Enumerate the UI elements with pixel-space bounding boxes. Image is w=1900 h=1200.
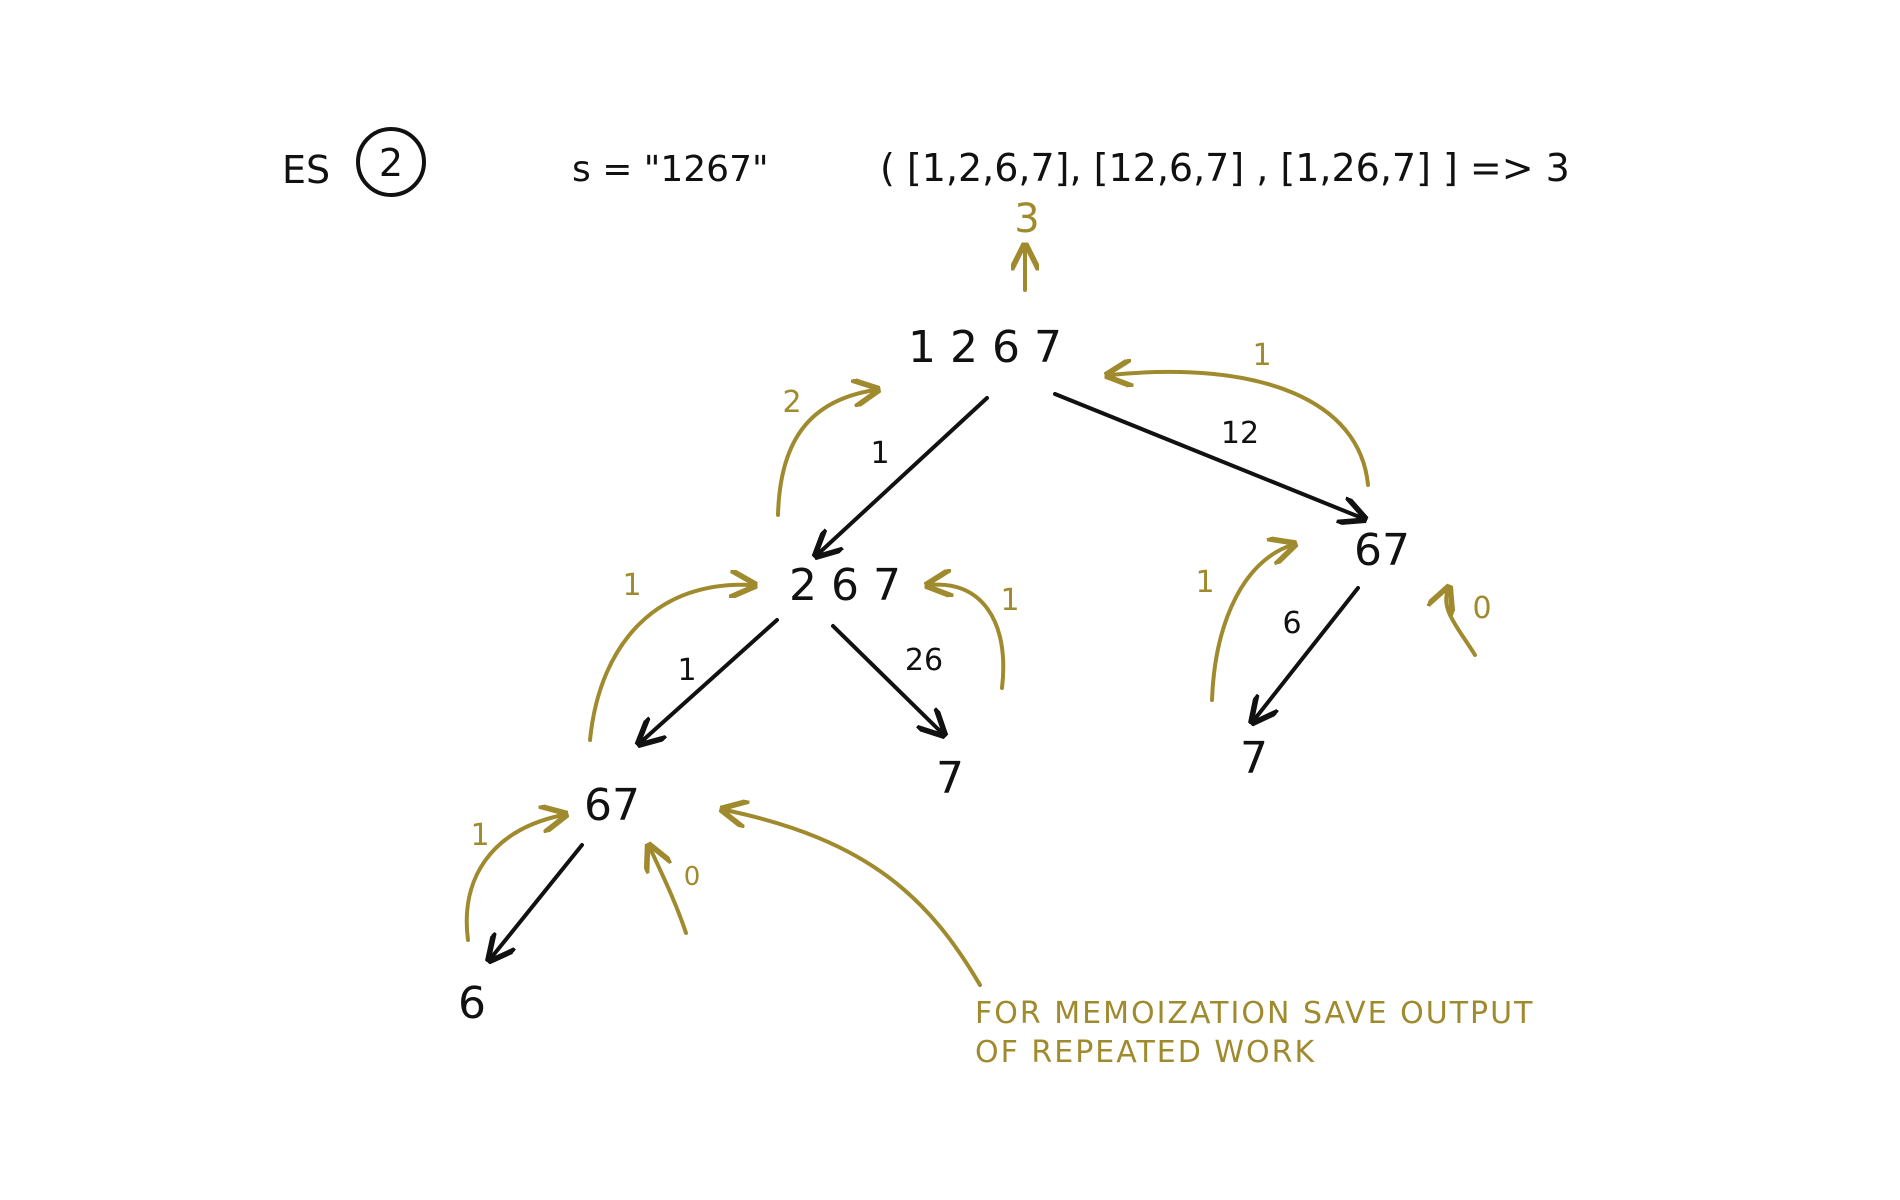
return-value-right-zero: 0 bbox=[1472, 591, 1491, 626]
input-string: s = "1267" bbox=[572, 149, 769, 190]
return-arrow-left-from-right bbox=[930, 585, 1006, 690]
example-number: 2 bbox=[379, 141, 403, 185]
return-value-root-total: 3 bbox=[1014, 196, 1039, 242]
return-arrows bbox=[464, 248, 1477, 987]
node-right: 67 bbox=[1354, 525, 1410, 576]
return-arrow-left-left-zero bbox=[650, 848, 688, 935]
edge-left-right bbox=[831, 624, 942, 733]
edge-leaf bbox=[491, 843, 584, 958]
return-value-left-left-from-leaf: 1 bbox=[470, 818, 489, 853]
return-arrow-right-from-child bbox=[1210, 545, 1292, 702]
node-left-left: 67 bbox=[584, 780, 640, 831]
return-value-root-from-right: 1 bbox=[1252, 338, 1271, 373]
return-value-root-from-left: 2 bbox=[782, 385, 801, 420]
node-leaf: 6 bbox=[458, 978, 486, 1029]
edge-right-child bbox=[1254, 586, 1360, 720]
return-arrow-root-from-right bbox=[1110, 372, 1370, 487]
header: ES 2 s = "1267" ( [1,2,6,7], [12,6,7] , … bbox=[282, 127, 1570, 197]
return-arrow-left-left-from-leaf bbox=[464, 815, 563, 942]
memoization-note-line1: FOR MEMOIZATION SAVE OUTPUT bbox=[975, 996, 1534, 1031]
edge-root-left bbox=[818, 396, 989, 554]
memoization-pointer-arrow bbox=[725, 810, 982, 987]
decodings-list: ( [1,2,6,7], [12,6,7] , [1,26,7] ] => 3 bbox=[880, 146, 1570, 190]
edge-label-left-right: 26 bbox=[905, 643, 943, 678]
tree-nodes: 1 2 6 7 2 6 7 67 67 7 7 6 bbox=[458, 322, 1410, 1029]
node-right-child: 7 bbox=[1240, 733, 1268, 784]
return-value-left-from-right: 1 bbox=[1000, 583, 1019, 618]
return-arrow-right-zero bbox=[1446, 590, 1477, 657]
tree-edges bbox=[491, 392, 1362, 958]
edge-labels: 1 12 1 26 6 bbox=[677, 416, 1301, 688]
node-left-right: 7 bbox=[936, 753, 964, 804]
return-value-left-from-left: 1 bbox=[622, 568, 641, 603]
memoization-note-line2: OF REPEATED WORK bbox=[975, 1035, 1316, 1070]
node-left: 2 6 7 bbox=[789, 560, 901, 611]
return-value-left-left-zero: 0 bbox=[684, 862, 701, 892]
edge-label-left-left: 1 bbox=[677, 653, 696, 688]
return-value-right-from-child: 1 bbox=[1195, 565, 1214, 600]
return-arrow-left-from-left bbox=[588, 585, 752, 742]
memoization-note: FOR MEMOIZATION SAVE OUTPUT OF REPEATED … bbox=[975, 996, 1534, 1070]
edge-root-right bbox=[1053, 392, 1362, 518]
edge-label-root-left: 1 bbox=[870, 436, 889, 471]
node-root: 1 2 6 7 bbox=[908, 322, 1062, 373]
example-label: ES bbox=[282, 148, 330, 192]
return-arrow-root-from-left bbox=[776, 390, 875, 517]
example-number-circle bbox=[356, 127, 426, 197]
edge-label-root-right: 12 bbox=[1221, 416, 1259, 451]
return-values: 3 2 1 1 1 1 0 1 0 bbox=[470, 196, 1491, 892]
edge-left-left bbox=[641, 618, 779, 742]
edge-label-right-child: 6 bbox=[1282, 606, 1301, 641]
